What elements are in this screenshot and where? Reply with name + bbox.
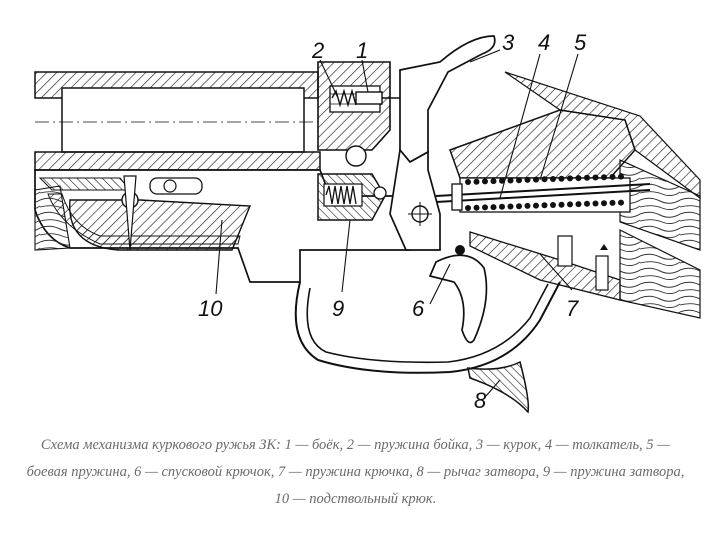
figure-caption: Схема механизма куркового ружья ЗК: 1 — … — [26, 437, 685, 507]
label-8: 8 — [474, 388, 487, 413]
spring-coil — [490, 178, 497, 185]
label-2: 2 — [311, 38, 324, 63]
spring-coil — [482, 178, 488, 185]
spring-coil — [524, 202, 531, 209]
spring-coil — [533, 202, 539, 209]
spring-coil — [541, 176, 548, 183]
spring-coil — [601, 200, 607, 207]
spring-coil — [499, 177, 505, 184]
spring-coil — [533, 176, 539, 183]
spring-coil — [473, 204, 480, 211]
trigger-guard — [294, 281, 561, 374]
spring-coil — [465, 179, 471, 185]
spring-coil — [482, 204, 488, 211]
label-5: 5 — [574, 30, 587, 55]
gun-mechanism-diagram: 2 1 3 4 5 6 7 8 9 10 — [34, 30, 701, 414]
spring-coil — [473, 178, 480, 185]
spring-coil — [609, 199, 616, 206]
spring-coil — [507, 203, 514, 210]
barrel — [34, 71, 321, 171]
spring-coil — [541, 202, 548, 209]
bolt-lever — [467, 360, 530, 414]
label-6: 6 — [412, 296, 425, 321]
spring-coil — [618, 199, 624, 206]
breech-block — [317, 61, 391, 151]
label-3: 3 — [502, 30, 515, 55]
spring-coil — [524, 176, 531, 183]
spring-coil — [558, 201, 565, 208]
spring-coil — [490, 204, 497, 211]
spring-coil — [592, 200, 599, 207]
hammer — [389, 35, 496, 251]
spring-coil — [550, 176, 556, 182]
trigger-spring — [469, 231, 621, 301]
label-7: 7 — [566, 296, 579, 321]
spring-coil — [465, 205, 471, 211]
spring-coil — [584, 174, 590, 181]
label-10: 10 — [198, 296, 223, 321]
striker-spring — [331, 88, 357, 108]
under-barrel-lug — [69, 175, 252, 251]
trigger — [428, 245, 488, 344]
spring-coil — [609, 173, 616, 180]
bolt-spring — [317, 145, 387, 221]
spring-coil — [567, 201, 573, 208]
label-1: 1 — [356, 38, 368, 63]
spring-coil — [575, 201, 582, 208]
spring-coil — [618, 173, 624, 180]
label-9: 9 — [332, 296, 344, 321]
spring-coil — [499, 203, 505, 210]
leader-lines — [215, 49, 579, 397]
label-4: 4 — [538, 30, 550, 55]
spring-coil — [575, 175, 582, 182]
spring-coil — [567, 175, 573, 182]
spring-coil — [584, 200, 590, 207]
action-top — [34, 71, 701, 319]
spring-coil — [550, 202, 556, 208]
spring-coil — [516, 177, 522, 184]
spring-coil — [592, 174, 599, 181]
firing-pin — [355, 91, 400, 105]
pusher-rod — [435, 183, 651, 211]
spring-coil — [507, 177, 514, 184]
spring-coil — [516, 203, 522, 210]
spring-coil — [601, 174, 607, 181]
spring-coil — [558, 175, 565, 182]
